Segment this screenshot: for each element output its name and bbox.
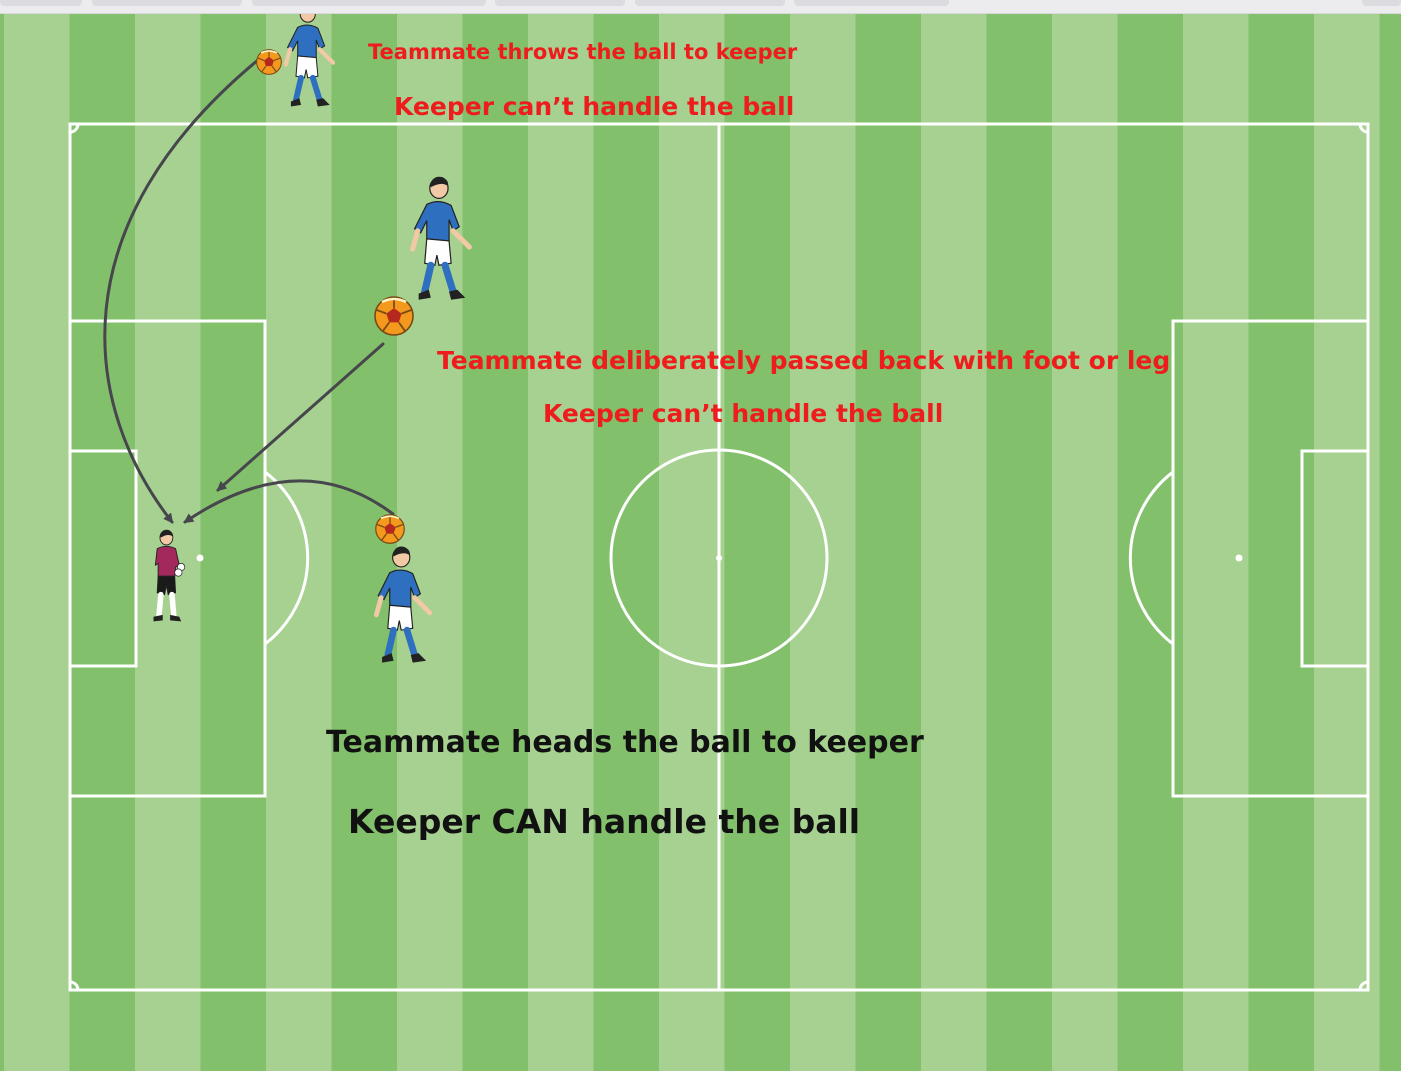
corner-arc-top-left (69, 123, 80, 134)
soccer-ball-icon[interactable] (375, 514, 405, 544)
tactics-board-canvas: Teammate throws the ball to keeper Keepe… (0, 14, 1401, 1071)
left-penalty-arc (264, 470, 310, 646)
header-action-label: Teammate heads the ball to keeper (326, 725, 924, 760)
center-spot (716, 555, 722, 561)
tab-stub[interactable] (1362, 0, 1401, 6)
grass-stripe (1183, 14, 1249, 1071)
grass-stripe (528, 14, 594, 1071)
pass-arrows (103, 58, 395, 524)
foot-pass-verdict-label: Keeper can’t handle the ball (543, 399, 944, 428)
grass-stripe (1052, 14, 1118, 1071)
left-goal-area (68, 449, 138, 668)
tab-stub[interactable] (92, 0, 242, 6)
tab-stub[interactable] (495, 0, 625, 6)
tab-stub[interactable] (0, 0, 82, 6)
header-arrow (183, 479, 395, 524)
tab-stub[interactable] (252, 0, 486, 6)
grass-stripe (921, 14, 987, 1071)
corner-arc-bottom-left (69, 980, 80, 991)
tab-stub[interactable] (635, 0, 785, 6)
grass-stripe (659, 14, 725, 1071)
soccer-pitch-diagram (0, 14, 1401, 1071)
corner-arc-bottom-right (1358, 980, 1369, 991)
soccer-ball-icon[interactable] (256, 49, 282, 75)
center-circle (609, 448, 829, 668)
soccer-ball-icon[interactable] (374, 296, 414, 336)
left-penalty-spot (196, 554, 204, 562)
tab-strip (0, 0, 1401, 14)
grass-stripe (266, 14, 332, 1071)
grass-stripe (4, 14, 70, 1071)
right-penalty-arc (1128, 470, 1174, 646)
pitch-lines (68, 122, 1370, 992)
grass-stripes (0, 14, 1401, 1071)
header-verdict-label: Keeper CAN handle the ball (348, 802, 861, 841)
throw-verdict-label: Keeper can’t handle the ball (394, 92, 795, 121)
throw-action-label: Teammate throws the ball to keeper (368, 40, 798, 64)
foot-pass-arrow (216, 342, 385, 492)
grass-stripe (790, 14, 856, 1071)
corner-arc-top-right (1358, 123, 1369, 134)
foot-pass-action-label: Teammate deliberately passed back with f… (437, 346, 1171, 375)
grass-stripe (1314, 14, 1380, 1071)
grass-stripe (397, 14, 463, 1071)
right-penalty-spot (1235, 554, 1243, 562)
right-goal-area (1300, 449, 1370, 668)
throw-arrow (103, 58, 260, 524)
tab-stub[interactable] (794, 0, 949, 6)
